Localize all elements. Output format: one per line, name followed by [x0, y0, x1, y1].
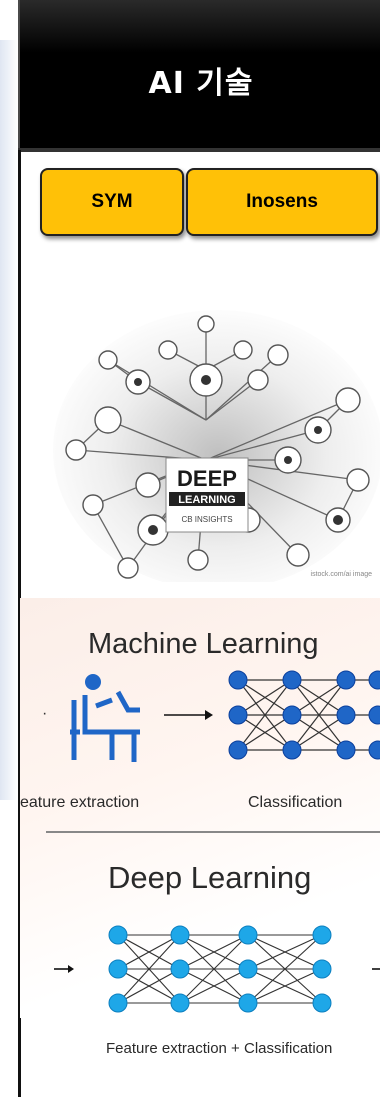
ml-vs-dl-background: [20, 598, 380, 1018]
map-brand: CB INSIGHTS: [181, 515, 232, 524]
machine-learning-title: Machine Learning: [88, 628, 319, 660]
deep-learning-title: Deep Learning: [108, 860, 312, 895]
person-at-desk-icon: [70, 674, 140, 762]
page-title: AI 기술: [148, 66, 254, 101]
dl-caption: Feature extraction + Classification: [106, 1040, 333, 1057]
map-word-deep: DEEP: [177, 466, 237, 491]
left-rail: [18, 150, 21, 1097]
dl-network-lines: [117, 934, 323, 1004]
map-credit: istock.com/ai image: [311, 571, 373, 578]
diagram-divider: [46, 831, 380, 833]
machine-learning-diagram: ·: [42, 670, 380, 762]
ml-caption-feature-extraction: eature extraction: [20, 794, 140, 811]
sym-button[interactable]: SYM: [40, 168, 184, 236]
page-header: AI 기술: [18, 0, 380, 150]
deep-learning-network-image: DEEP LEARNING CB INSIGHTS istock.com/ai …: [48, 310, 380, 582]
inosens-button[interactable]: Inosens: [186, 168, 378, 236]
ml-network-lines: [237, 679, 378, 751]
header-divider: [18, 148, 380, 152]
map-word-learning: LEARNING: [178, 494, 235, 506]
ml-caption-classification: Classification: [248, 794, 343, 811]
svg-text:·: ·: [42, 705, 47, 722]
deep-learning-diagram: [54, 925, 380, 1013]
left-edge-shadow: [0, 40, 18, 800]
